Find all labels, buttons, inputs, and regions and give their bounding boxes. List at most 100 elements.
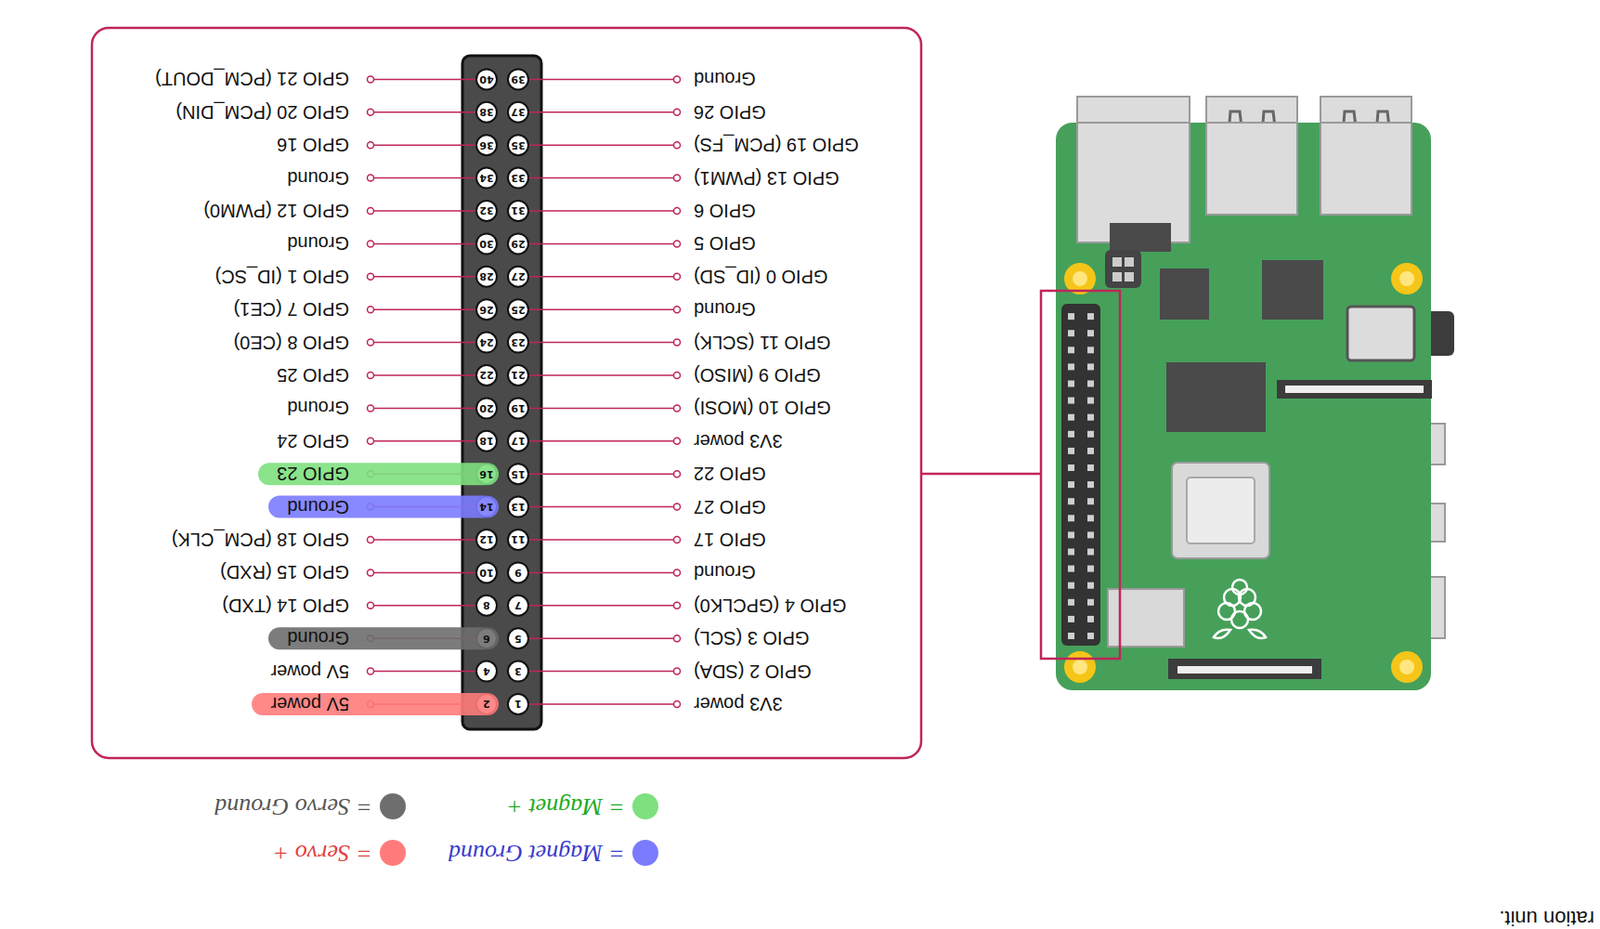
pin-name: GPIO 23	[276, 462, 350, 485]
header-pin	[1087, 582, 1094, 589]
leader-dot	[367, 338, 375, 346]
legend-swatch	[632, 839, 659, 866]
pin-name: GPIO 1 (ID_SC)	[215, 265, 350, 288]
pin-circle	[476, 299, 497, 320]
pin-name: GPIO 11 (SCLK)	[693, 331, 831, 354]
header-pin	[1087, 464, 1094, 471]
leader-line	[528, 572, 677, 574]
pin-name: Ground	[286, 167, 350, 190]
leader-dot	[367, 208, 375, 215]
leader-dot	[367, 306, 375, 313]
header-pin	[1087, 514, 1094, 521]
pin-number: 16	[476, 463, 497, 484]
pin-circle	[476, 266, 497, 287]
pin-circle	[476, 134, 497, 156]
pin-name: GPIO 26	[693, 101, 767, 124]
pin-circle	[476, 430, 497, 452]
pin-name: Ground	[286, 495, 350, 519]
pin-circle	[476, 233, 497, 254]
pin-circle	[507, 661, 529, 682]
pin-circle	[507, 364, 529, 386]
leader-line	[528, 341, 677, 344]
pin-number: 19	[507, 397, 529, 418]
leader-dot	[674, 667, 681, 675]
pin-name: GPIO 10 (MOSI)	[693, 396, 832, 419]
leader-dot	[367, 601, 375, 609]
leader-dot	[674, 437, 681, 444]
legend-swatch	[379, 839, 406, 866]
leader-line	[370, 209, 477, 212]
highlight-layer	[251, 462, 499, 716]
header-pin	[1067, 481, 1075, 488]
pin-circle	[507, 168, 529, 189]
pin-name: GPIO 19 (PCM_FS)	[693, 133, 859, 157]
header-pin	[1067, 464, 1075, 471]
pin-number: 23	[507, 332, 529, 353]
leader-line	[528, 407, 677, 410]
leader-line	[370, 407, 477, 410]
pin-circle	[507, 68, 529, 90]
header-pin	[1067, 312, 1075, 320]
pin-circle	[507, 102, 529, 123]
pin-circle	[507, 397, 529, 418]
leader-line	[370, 604, 477, 607]
header-pin	[1087, 632, 1094, 639]
pin-number: 39	[507, 68, 529, 90]
leader-dot	[367, 536, 375, 544]
pin-name: GPIO 22	[693, 462, 767, 485]
pin-number: 20	[476, 397, 497, 418]
pin-name: GPIO 12 (PWM0)	[203, 199, 350, 222]
pin-name: GPIO 2 (SDA)	[693, 660, 812, 683]
header-pin	[1087, 363, 1094, 370]
pin-number: 18	[476, 430, 497, 452]
legend-text: = Magnet Ground	[448, 838, 625, 867]
pin-circle	[476, 332, 497, 353]
leader-line	[528, 308, 677, 311]
leader-line	[370, 374, 477, 377]
pin-number: 28	[476, 266, 497, 287]
highlight-band	[258, 462, 499, 485]
leader-line	[528, 78, 677, 81]
pin-name: 5V power	[271, 660, 351, 683]
pin-number: 29	[507, 233, 529, 254]
pin-number: 21	[507, 364, 529, 386]
pin-circles	[367, 68, 681, 715]
pin-name: GPIO 4 (GPCLK0)	[693, 594, 847, 617]
leader-dot	[674, 240, 681, 248]
pin-name: GPIO 14 (TXD)	[221, 594, 350, 617]
header-pin	[1067, 615, 1075, 623]
leader-line	[528, 440, 677, 443]
leader-dot	[367, 108, 375, 116]
pin-number: 37	[507, 102, 529, 123]
leader-dot	[367, 404, 375, 412]
header-pin	[1087, 548, 1094, 556]
pin-number: 32	[476, 200, 497, 222]
leader-dot	[367, 76, 375, 83]
pin-circle	[507, 332, 529, 353]
pin-name: GPIO 25	[276, 364, 350, 387]
pin-circle	[476, 102, 497, 123]
leader-line	[528, 275, 677, 278]
pin-number: 35	[507, 134, 529, 156]
leader-line	[528, 670, 677, 673]
header-pin	[1067, 430, 1075, 438]
legend-text: = Servo +	[273, 838, 373, 867]
leader-dot	[674, 635, 681, 642]
pin-circle	[476, 661, 497, 682]
leader-line	[528, 472, 677, 475]
header-pin	[1067, 346, 1075, 353]
leader-dot	[674, 273, 681, 280]
header-pin	[1087, 531, 1094, 538]
pin-name: Ground	[693, 560, 756, 584]
pin-name: GPIO 8 (CE0)	[234, 331, 350, 354]
header-pin	[1087, 329, 1094, 337]
pin-number: 26	[476, 299, 497, 320]
pin-name: GPIO 13 (PWM1)	[693, 167, 840, 190]
pin-number: 12	[476, 529, 497, 550]
pin-number: 6	[476, 627, 497, 649]
leader-dot	[367, 240, 375, 248]
legend-swatch	[379, 793, 406, 820]
header-pin	[1067, 531, 1075, 538]
pin-name: GPIO 15 (RXD)	[220, 560, 350, 584]
pin-circle	[507, 595, 529, 616]
